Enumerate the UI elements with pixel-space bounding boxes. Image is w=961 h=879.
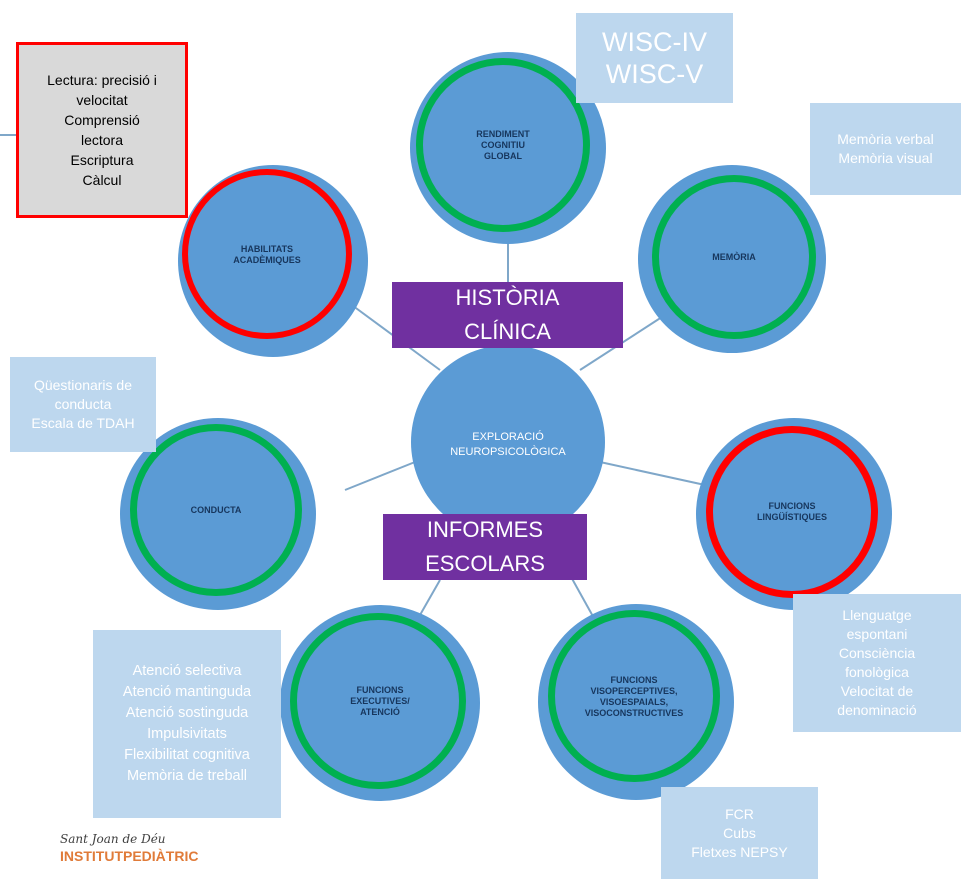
connector-executives xyxy=(419,579,441,616)
node-rendiment-label: RENDIMENT COGNITIU GLOBAL xyxy=(476,128,530,161)
node-visoperceptives-label: FUNCIONS VISOPERCEPTIVES, VISOESPAIALS, … xyxy=(584,675,684,718)
informes-escolars-banner: INFORMES ESCOLARS xyxy=(383,514,587,580)
connector-visoperceptives xyxy=(569,574,596,621)
node-memoria: MEMÒRIA xyxy=(638,165,826,353)
institut-pediatric-logo: Sant Joan de Déu INSTITUTPEDIÀTRIC xyxy=(60,832,198,864)
node-memoria-label: MEMÒRIA xyxy=(712,251,756,262)
node-conducta: CONDUCTA xyxy=(120,418,316,610)
node-linguistiques-label: FUNCIONS LINGÜÍSTIQUES xyxy=(756,501,827,522)
node-conducta-label: CONDUCTA xyxy=(190,504,242,515)
note-memoria: Memòria verbal Memòria visual xyxy=(810,103,961,195)
node-habilitats-label: HABILITATS ACADÈMIQUES xyxy=(233,244,301,265)
center-circle xyxy=(411,345,605,539)
note-lectura: Lectura: precisió i velocitat Comprensió… xyxy=(16,42,188,218)
connector-linguistiques xyxy=(599,461,706,486)
note-wisc: WISC-IV WISC-V xyxy=(576,13,733,103)
historia-clinica-banner: HISTÒRIA CLÍNICA xyxy=(392,282,623,348)
connector-conducta xyxy=(344,459,421,491)
node-funcions-executives: FUNCIONS EXECUTIVES/ ATENCIÓ xyxy=(280,605,480,801)
note-llenguatge: Llenguatge espontani Consciència fonològ… xyxy=(793,594,961,732)
logo-brand-suffix: PEDIÀTRIC xyxy=(123,848,199,864)
logo-script-text: Sant Joan de Déu xyxy=(60,832,166,846)
node-habilitats-academiques: HABILITATS ACADÈMIQUES xyxy=(178,165,368,357)
node-memoria-ring xyxy=(652,175,816,339)
node-rendiment-cognitiu: RENDIMENT COGNITIU GLOBAL xyxy=(410,52,606,244)
center-label: EXPLORACIÓ NEUROPSICOLÒGICA xyxy=(450,431,566,458)
note-atencio: Atenció selectiva Atenció mantinguda Ate… xyxy=(93,630,281,818)
logo-brand-text: INSTITUTPEDIÀTRIC xyxy=(60,848,198,864)
node-executives-label: FUNCIONS EXECUTIVES/ ATENCIÓ xyxy=(350,684,410,717)
note-fcr: FCR Cubs Fletxes NEPSY xyxy=(661,787,818,879)
node-conducta-ring xyxy=(130,424,302,596)
node-habilitats-ring xyxy=(182,169,352,339)
logo-brand-prefix: INSTITUT xyxy=(60,848,123,864)
node-executives-ring xyxy=(290,613,466,789)
center-node xyxy=(411,345,605,539)
note-questionaris: Qüestionaris de conducta Escala de TDAH xyxy=(10,357,156,452)
node-funcions-linguistiques: FUNCIONS LINGÜÍSTIQUES xyxy=(696,418,892,610)
node-visoperceptives-ring xyxy=(548,610,720,782)
node-rendiment-ring xyxy=(416,58,590,232)
node-linguistiques-ring xyxy=(706,426,878,598)
node-funcions-visoperceptives: FUNCIONS VISOPERCEPTIVES, VISOESPAIALS, … xyxy=(538,604,734,800)
